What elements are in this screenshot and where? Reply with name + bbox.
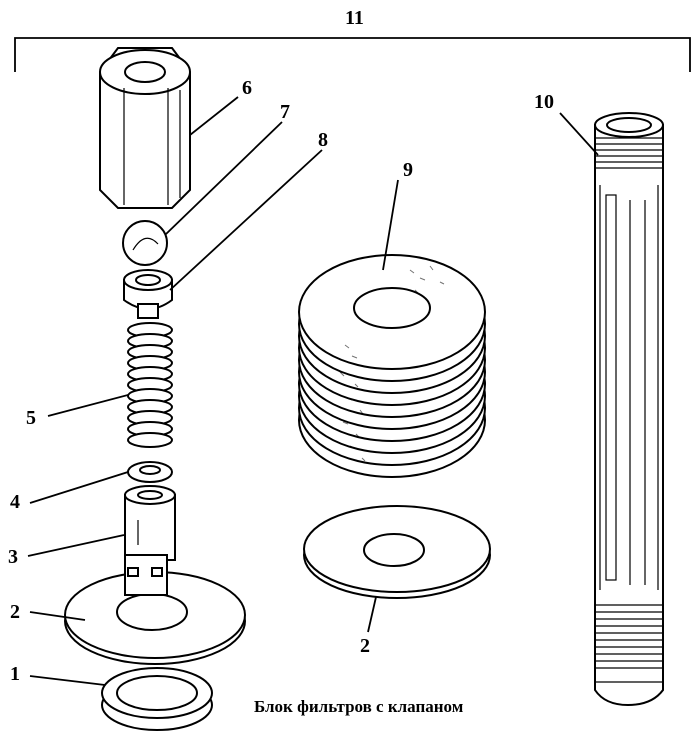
label-9: 9 [403, 159, 413, 181]
leader-10 [559, 112, 599, 156]
part-7-ball [122, 220, 168, 266]
part-4-small-washer [127, 461, 173, 483]
part-8-valve-seat [123, 269, 173, 319]
part-3-valve-body [124, 485, 176, 596]
leader-8 [169, 149, 323, 291]
leader-2-left [29, 611, 86, 621]
label-6: 6 [242, 77, 252, 99]
leader-6 [189, 96, 239, 136]
label-5: 5 [26, 407, 36, 429]
leader-1 [29, 675, 106, 686]
leader-5 [47, 394, 129, 417]
leader-7 [164, 121, 283, 236]
leader-3 [27, 534, 125, 557]
leader-4 [29, 471, 129, 504]
part-2-large-washer-right [303, 505, 491, 599]
label-2-left: 2 [10, 601, 20, 623]
label-7: 7 [280, 101, 290, 123]
part-10-threaded-tube [594, 112, 664, 707]
leader-9 [382, 179, 399, 271]
part-5-spring [127, 322, 173, 448]
label-10: 10 [534, 91, 554, 113]
label-1: 1 [10, 663, 20, 685]
label-8: 8 [318, 129, 328, 151]
diagram-caption: Блок фильтров с клапаном [254, 697, 464, 716]
assembly-bracket [14, 37, 691, 72]
label-11: 11 [345, 7, 364, 29]
part-6-hex-nut [99, 47, 191, 209]
label-2-right: 2 [360, 635, 370, 657]
label-3: 3 [8, 546, 18, 568]
part-9-filter-element-stack [298, 254, 486, 478]
leader-2-right [367, 596, 377, 633]
part-2-large-washer-left [64, 571, 246, 665]
part-1-sealing-ring [101, 667, 213, 731]
leader-lines [27, 96, 599, 686]
label-4: 4 [10, 491, 20, 513]
